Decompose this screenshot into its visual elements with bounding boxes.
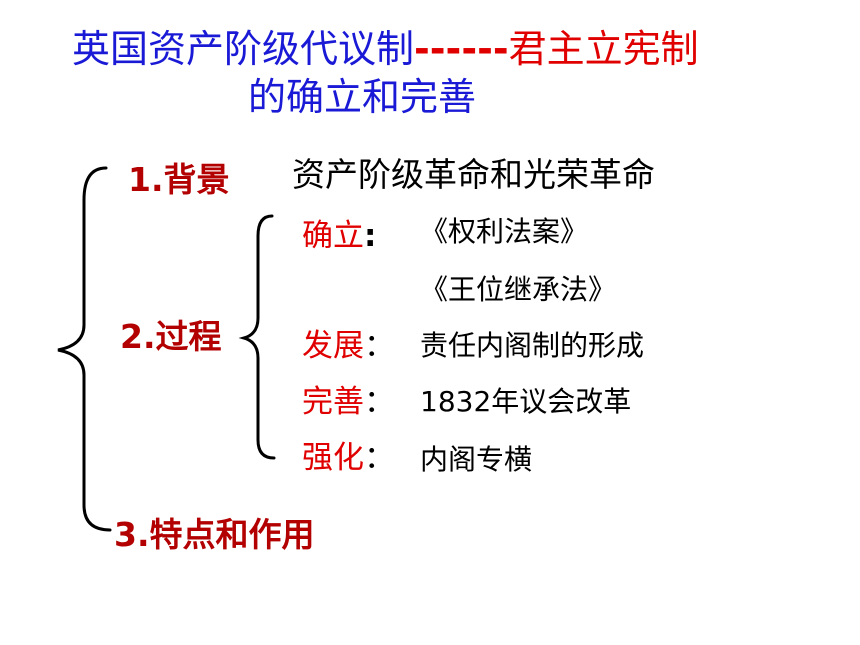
step-develop-desc: 责任内阁制的形成: [420, 329, 645, 362]
title-dash: ------: [414, 27, 509, 71]
title-blue-part: 英国资产阶级代议制: [72, 27, 415, 71]
step-perfect: 完善：: [302, 376, 395, 421]
section-features-label: 3.特点和作用: [114, 515, 315, 554]
step-perfect-sep: ：: [364, 384, 395, 420]
step-perfect-label: 完善: [302, 384, 364, 420]
section-background-desc: 资产阶级革命和光荣革命: [292, 155, 655, 194]
step-strengthen-label: 强化: [302, 440, 364, 476]
step-develop-sep: ：: [364, 328, 395, 364]
step-establish-sep: :: [364, 218, 377, 254]
title-red-part: 君主立宪制: [508, 27, 699, 71]
section-background-label: 1.背景: [128, 160, 230, 199]
outer-brace: [57, 166, 112, 532]
step-develop: 发展：: [302, 320, 395, 365]
step-establish-label: 确立: [302, 218, 364, 254]
step-establish-desc: 《权利法案》: [420, 215, 589, 248]
step-strengthen: 强化：: [302, 432, 395, 477]
step-establish: 确立:: [302, 210, 376, 255]
step-perfect-desc: 1832年议会改革: [420, 385, 632, 418]
step-strengthen-desc: 内阁专横: [420, 443, 533, 476]
title-line-1: 英国资产阶级代议制------君主立宪制: [72, 27, 699, 72]
step-develop-label: 发展: [302, 328, 364, 364]
inner-brace: [238, 214, 276, 460]
title-line-2: 的确立和完善: [248, 75, 477, 119]
section-process-label: 2.过程: [120, 317, 222, 356]
step-succession-desc: 《王位继承法》: [420, 273, 617, 306]
step-strengthen-sep: ：: [364, 440, 395, 476]
